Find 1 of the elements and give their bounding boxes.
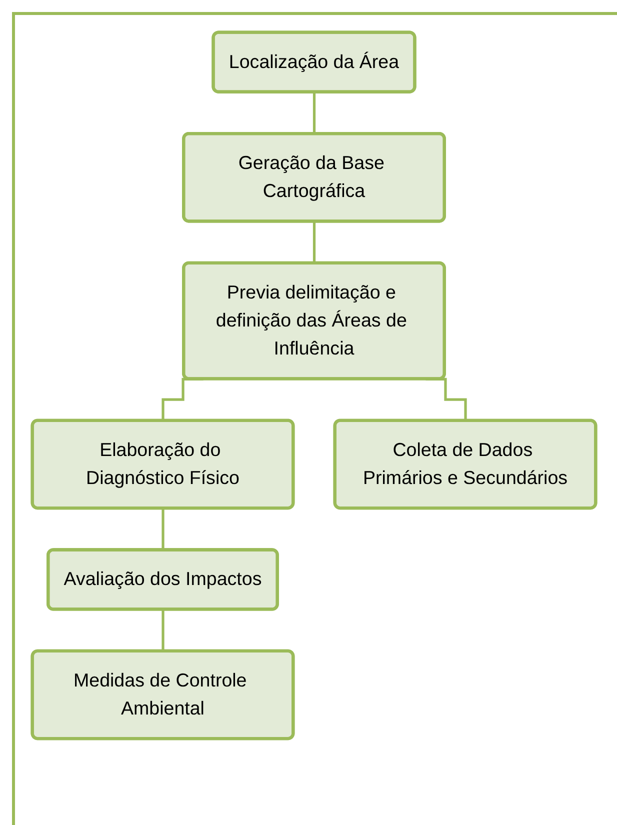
flowchart: Localização da Área Geração da Base Cartográfica Previa delimitação e definição das Áreas de Influência Elaboração do Diagnóstico Físico Coleta de Dados Primários e Secundários Avaliação dos Impactos Medidas de Controle Ambiental bbox=[24, 24, 604, 747]
